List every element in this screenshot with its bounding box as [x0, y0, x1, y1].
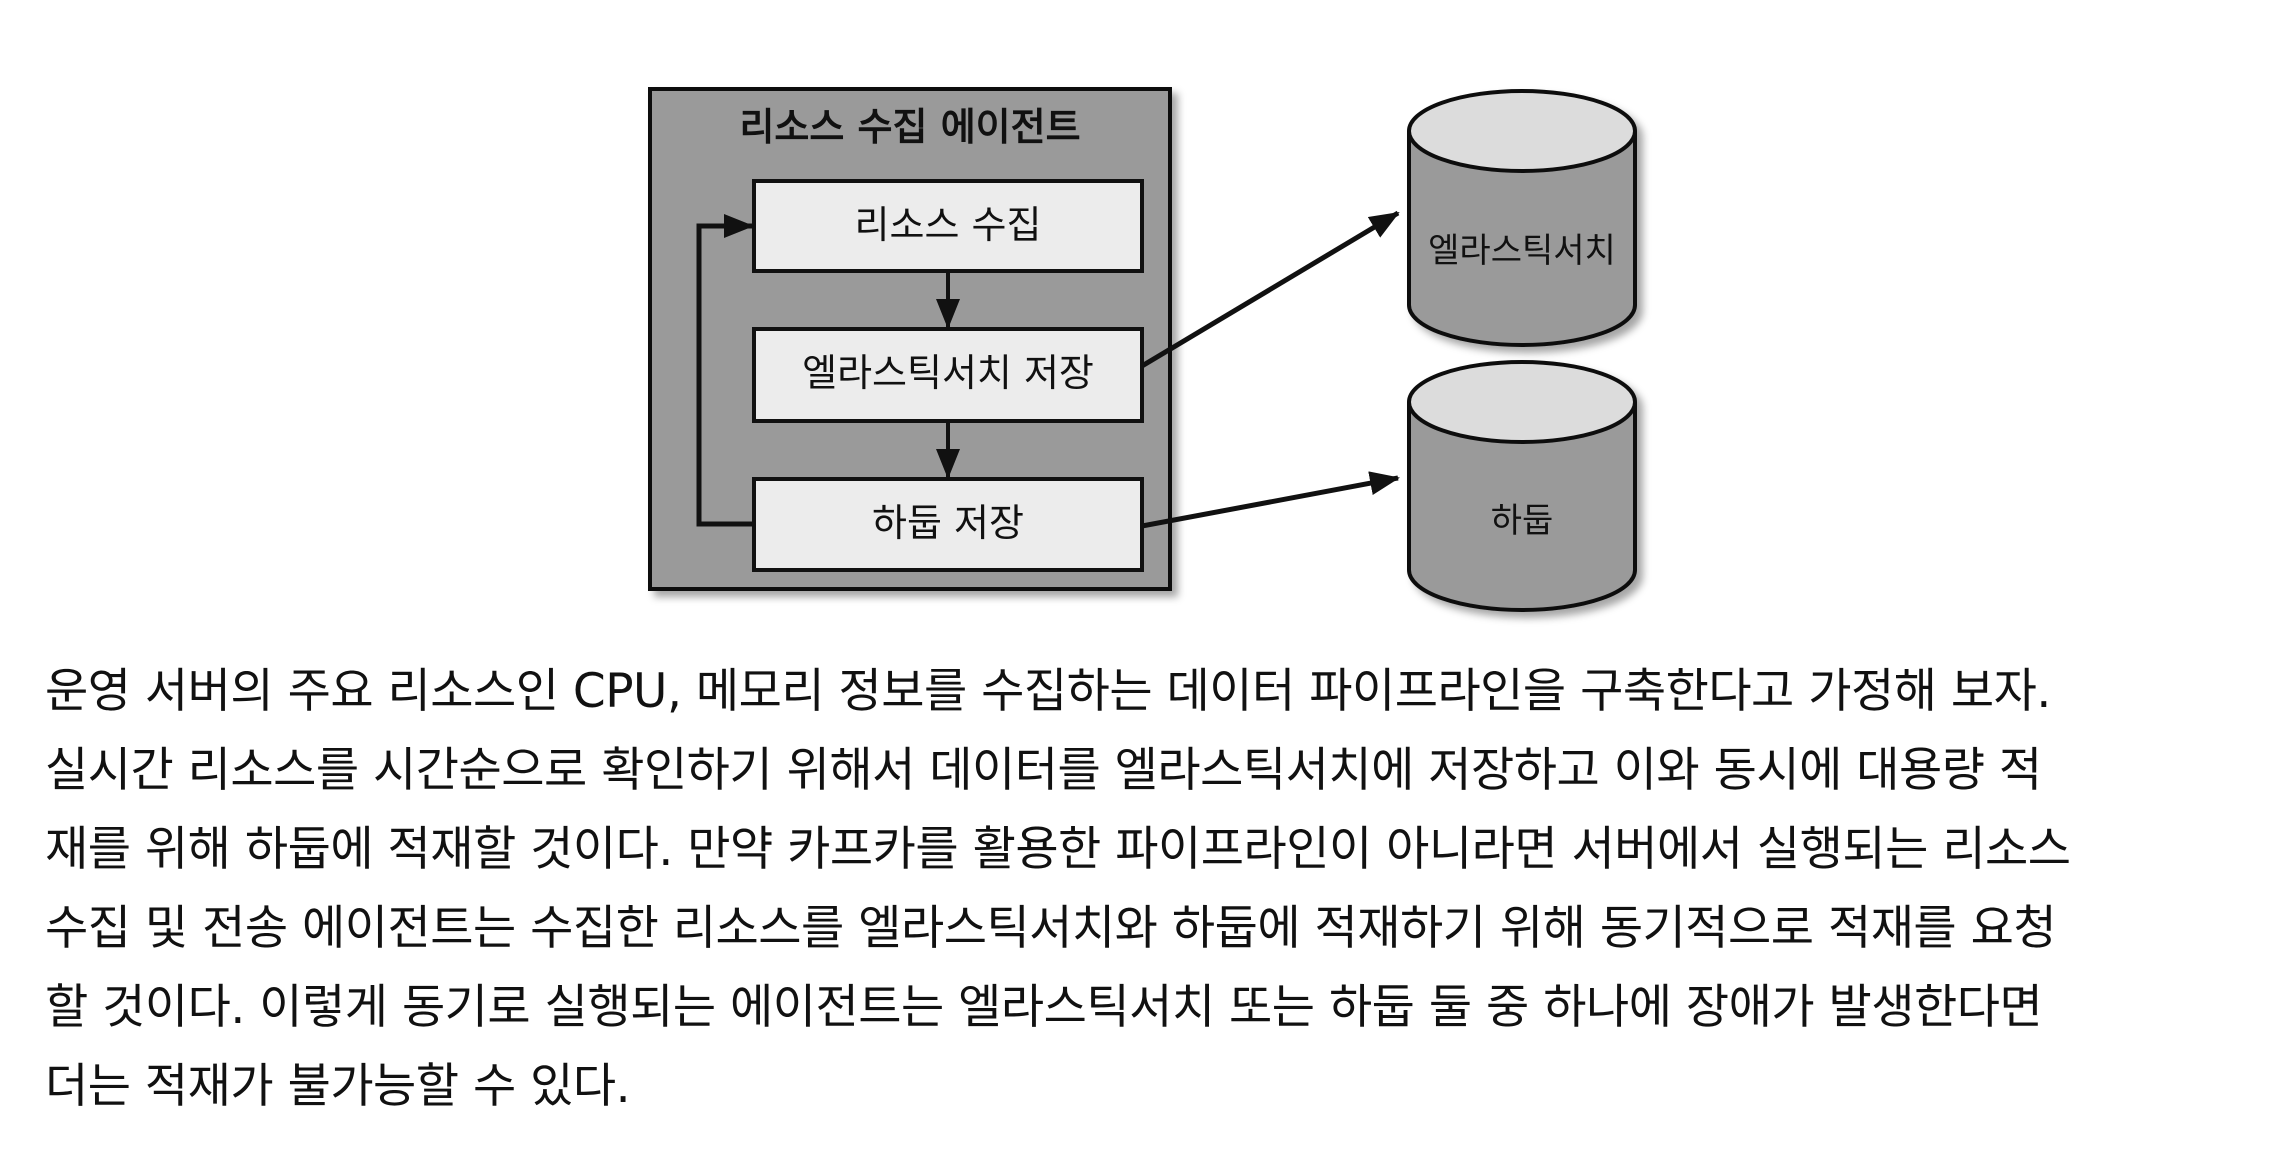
arrow-loop-back	[696, 214, 754, 527]
architecture-diagram: 리소스 수집 에이전트 리소스 수집 엘라스틱서치 저장 하둡 저장 엘라스틱서…	[648, 87, 1637, 612]
step-save-hadoop: 하둡 저장	[752, 477, 1144, 572]
paragraph-line: 수집 및 전송 에이전트는 수집한 리소스를 엘라스틱서치와 하둡에 적재하기 …	[45, 901, 2057, 956]
step-label: 리소스 수집	[855, 203, 1042, 247]
paragraph-line: 더는 적재가 불가능할 수 있다.	[45, 1059, 631, 1114]
paragraph-line: 운영 서버의 주요 리소스인 CPU, 메모리 정보를 수집하는 데이터 파이프…	[45, 664, 2051, 719]
step-collect-resources: 리소스 수집	[752, 179, 1144, 273]
elasticsearch-cylinder	[1407, 89, 1637, 347]
step-save-elasticsearch: 엘라스틱서치 저장	[752, 327, 1144, 423]
arrow-to-hadoop	[1141, 471, 1400, 529]
arrow-to-elasticsearch	[1140, 210, 1400, 369]
store-label-elasticsearch: 엘라스틱서치	[1428, 231, 1616, 271]
agent-title: 리소스 수집 에이전트	[739, 105, 1080, 149]
paragraph-line: 재를 위해 하둡에 적재할 것이다. 만약 카프카를 활용한 파이프라인이 아니…	[45, 822, 2071, 877]
paragraph-line: 실시간 리소스를 시간순으로 확인하기 위해서 데이터를 엘라스틱서치에 저장하…	[45, 743, 2042, 798]
step-label: 엘라스틱서치 저장	[802, 351, 1094, 395]
hadoop-cylinder	[1407, 360, 1637, 612]
store-label-hadoop: 하둡	[1491, 501, 1554, 541]
body-paragraph: 운영 서버의 주요 리소스인 CPU, 메모리 정보를 수집하는 데이터 파이프…	[45, 652, 2255, 1126]
step-label: 하둡 저장	[872, 501, 1024, 545]
paragraph-line: 할 것이다. 이렇게 동기로 실행되는 에이전트는 엘라스틱서치 또는 하둡 둘…	[45, 980, 2043, 1035]
